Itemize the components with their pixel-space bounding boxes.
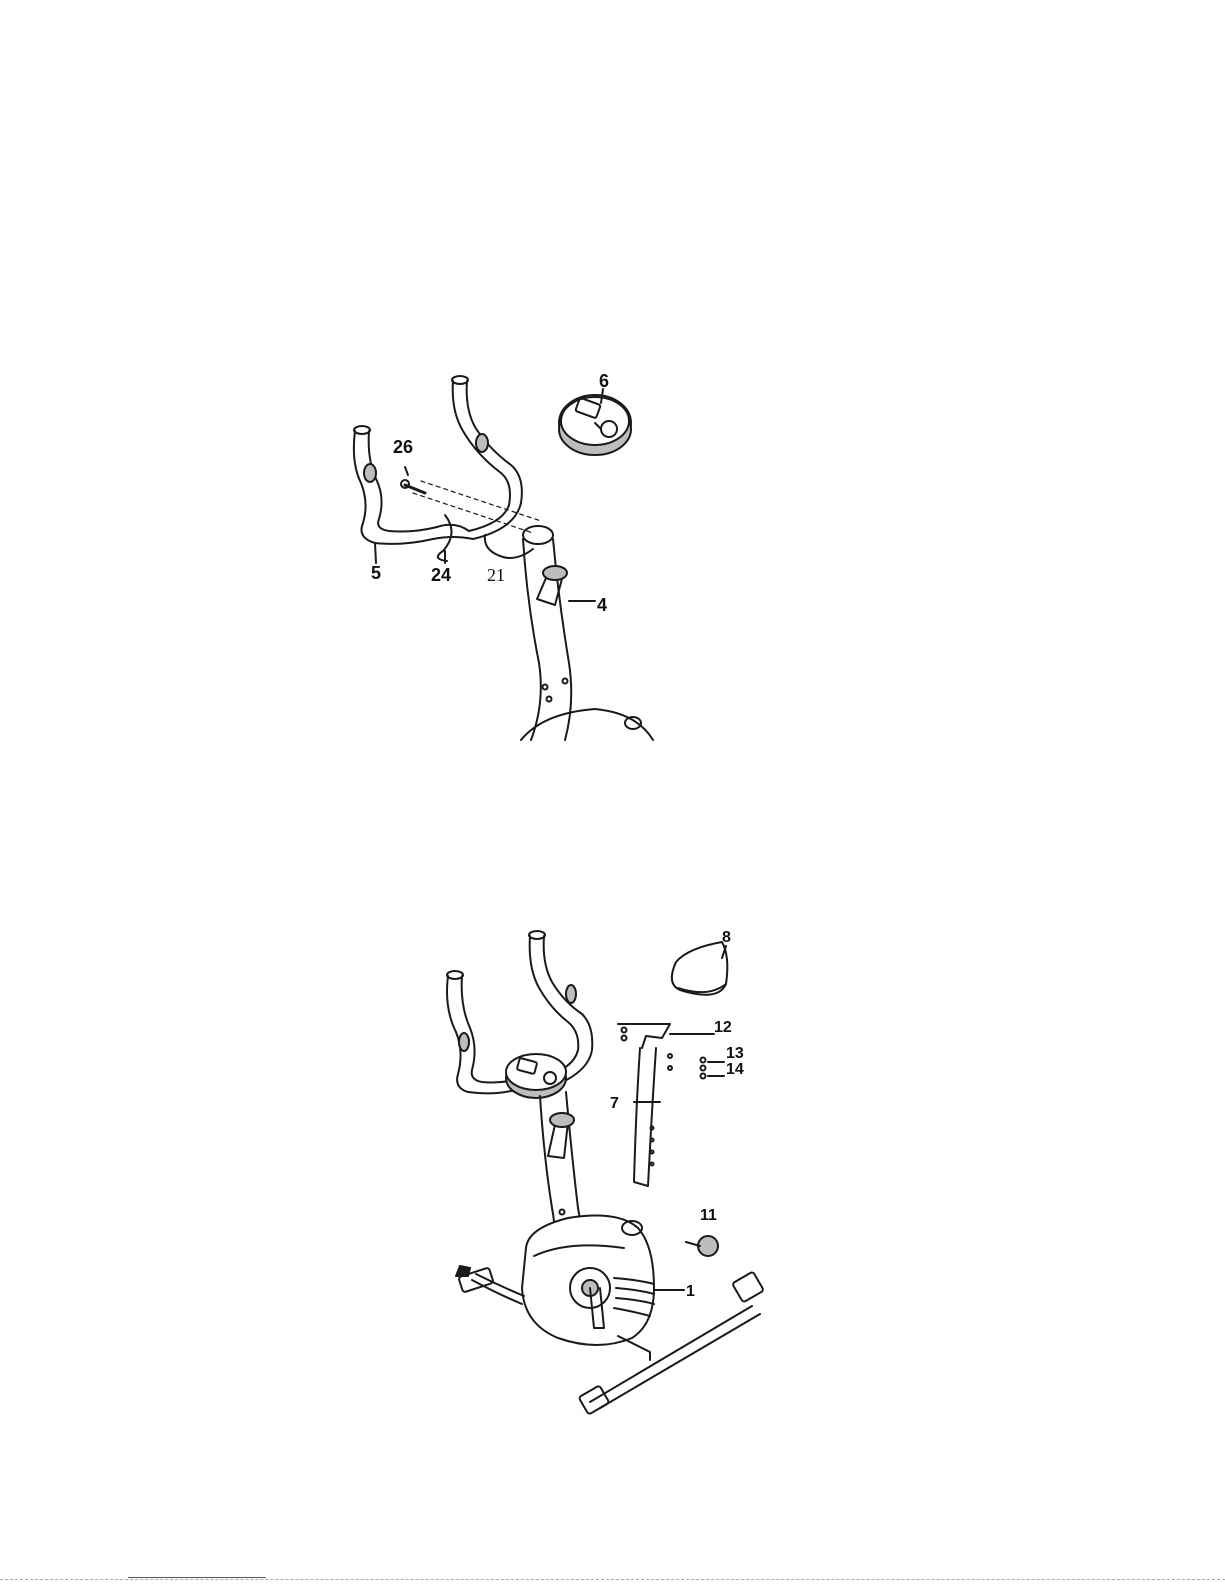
knob-11 bbox=[686, 1236, 718, 1256]
label-part-11: 11 bbox=[700, 1207, 717, 1224]
handlebar-assembly-figure: 6 26 5 24 21 4 bbox=[333, 363, 830, 740]
handlebar-assembly-drawing: 6 26 5 24 21 4 bbox=[333, 363, 830, 740]
label-part-1: 1 bbox=[686, 1283, 695, 1300]
label-part-24: 24 bbox=[431, 565, 451, 585]
label-part-21: 21 bbox=[487, 565, 505, 585]
handlebar-post bbox=[523, 539, 541, 740]
label-part-12: 12 bbox=[714, 1019, 732, 1036]
label-part-13: 13 bbox=[726, 1045, 744, 1062]
console-6 bbox=[559, 395, 631, 455]
frame-body-1 bbox=[522, 1216, 654, 1345]
label-part-4: 4 bbox=[597, 595, 607, 615]
label-part-8: 8 bbox=[722, 929, 731, 946]
seat-8 bbox=[672, 942, 728, 995]
label-part-14: 14 bbox=[726, 1061, 744, 1078]
label-part-5: 5 bbox=[371, 563, 381, 583]
footer-link-underline bbox=[128, 1577, 266, 1578]
cable-21 bbox=[485, 535, 533, 558]
seat-assembly-drawing: 8 12 13 14 7 11 1 bbox=[418, 928, 783, 1408]
label-part-7: 7 bbox=[610, 1095, 619, 1112]
label-part-26: 26 bbox=[393, 437, 413, 457]
page-bottom-divider bbox=[0, 1579, 1225, 1580]
seat-assembly-figure: 8 12 13 14 7 11 1 bbox=[418, 928, 783, 1408]
label-part-6: 6 bbox=[599, 371, 609, 391]
seat-post-7 bbox=[618, 1024, 672, 1186]
